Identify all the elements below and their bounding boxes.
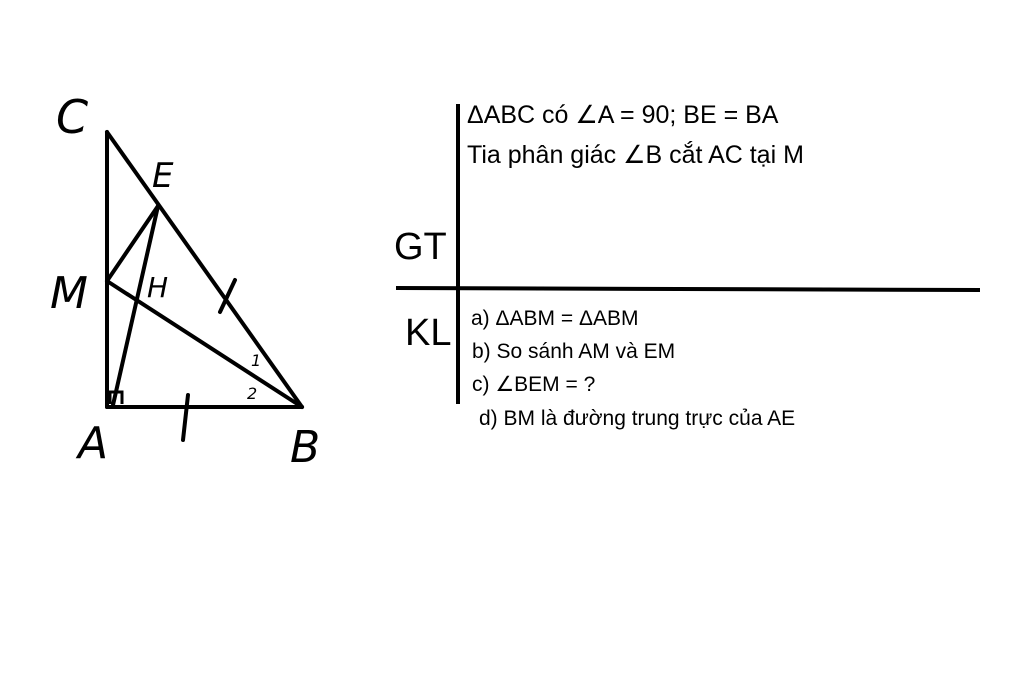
side-cb xyxy=(105,130,304,409)
angle-mark-1: 1 xyxy=(251,351,261,370)
conclusion-line-c: c) ∠BEM = ? xyxy=(472,373,596,396)
right-angle-mark xyxy=(108,390,124,404)
conclusion-line-d: d) BM là đường trung trực của AE xyxy=(479,407,796,430)
table-horizontal-line xyxy=(395,286,981,292)
gt-label: GT xyxy=(394,226,447,268)
vertex-label-e: E xyxy=(152,156,174,196)
tick-mark-be xyxy=(218,278,237,314)
segment-bm xyxy=(105,279,304,409)
segment-me xyxy=(105,204,160,283)
tick-mark-ab xyxy=(181,393,190,442)
conclusion-line-a: a) ΔABM = ΔABM xyxy=(471,307,639,330)
given-line-1: ΔABC có ∠A = 90; BE = BA xyxy=(467,101,779,129)
vertex-label-m: M xyxy=(50,268,88,319)
given-line-2: Tia phân giác ∠B cắt AC tại M xyxy=(467,141,804,169)
segment-ae xyxy=(111,204,160,407)
vertex-label-a: A xyxy=(75,418,108,469)
vertex-label-h: H xyxy=(147,271,168,304)
angle-mark-2: 2 xyxy=(247,384,257,403)
conclusion-line-b: b) So sánh AM và EM xyxy=(472,340,676,363)
kl-label: KL xyxy=(405,312,452,354)
vertex-label-c: C xyxy=(56,90,88,144)
vertex-label-b: B xyxy=(290,422,320,473)
